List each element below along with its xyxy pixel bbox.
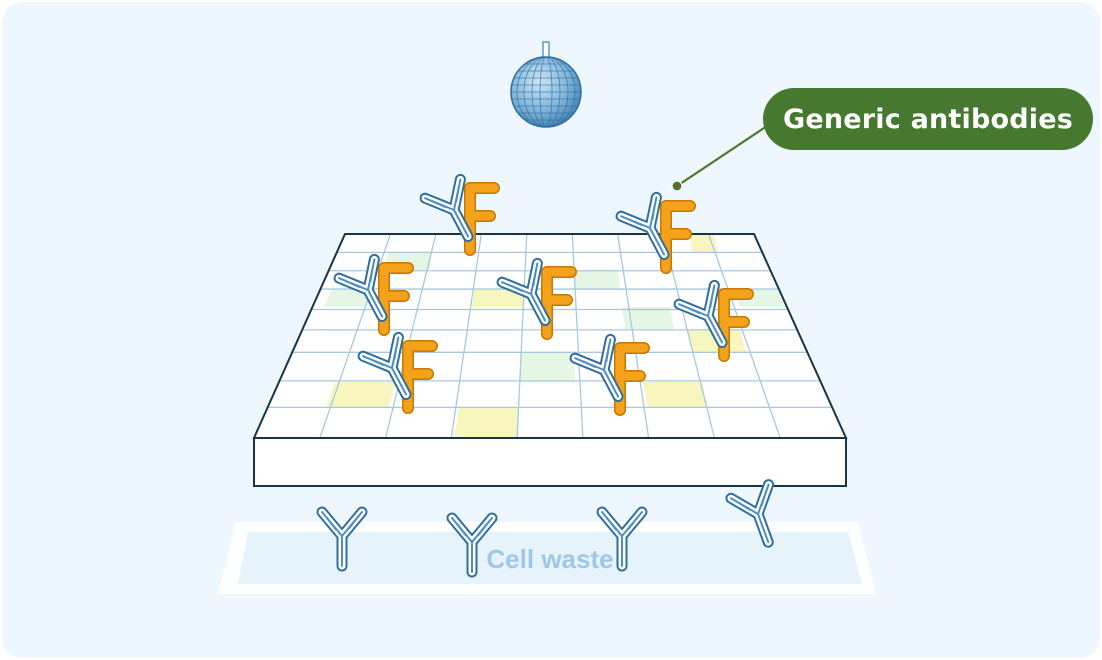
plate-side bbox=[253, 437, 847, 487]
grid-line bbox=[707, 233, 781, 439]
cell-waste-label: Cell waste bbox=[486, 544, 613, 574]
well-green bbox=[574, 270, 620, 289]
well-yellow bbox=[454, 408, 518, 438]
grid-line bbox=[384, 233, 437, 439]
grid-line bbox=[617, 233, 650, 439]
well-yellow bbox=[690, 234, 718, 252]
well-yellow bbox=[643, 382, 708, 408]
generic-antibodies-callout: Generic antibodies bbox=[763, 88, 1093, 150]
grid-line bbox=[571, 233, 584, 439]
cell-waste-tray: Cell waste bbox=[218, 522, 876, 594]
grid-line bbox=[516, 233, 528, 439]
well-yellow bbox=[326, 382, 395, 408]
well-yellow bbox=[472, 289, 524, 307]
well-green bbox=[520, 352, 575, 382]
grid-line bbox=[450, 233, 482, 439]
well-green bbox=[324, 289, 370, 307]
bead bbox=[510, 41, 582, 128]
grid-line bbox=[662, 233, 716, 439]
callout-pointer bbox=[671, 123, 771, 192]
well-green bbox=[622, 307, 674, 329]
